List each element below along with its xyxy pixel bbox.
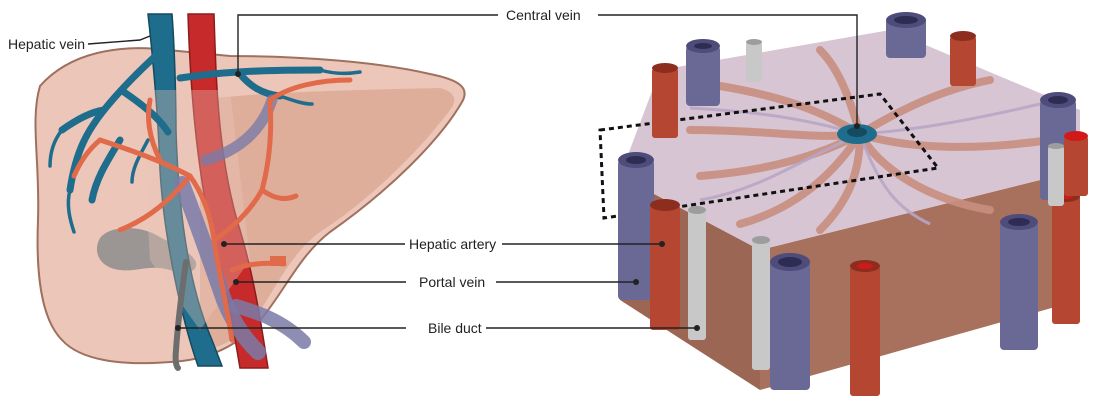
- label-bile-duct: Bile duct: [424, 320, 486, 336]
- liver-illustration: [35, 14, 464, 368]
- label-hepatic-vein: Hepatic vein: [8, 36, 85, 52]
- label-central-vein: Central vein: [502, 7, 585, 23]
- label-portal-vein: Portal vein: [415, 274, 489, 290]
- label-hepatic-artery: Hepatic artery: [405, 236, 500, 252]
- liver-lobule-illustration: [600, 12, 1088, 396]
- leader-hepatic-vein: [88, 36, 150, 44]
